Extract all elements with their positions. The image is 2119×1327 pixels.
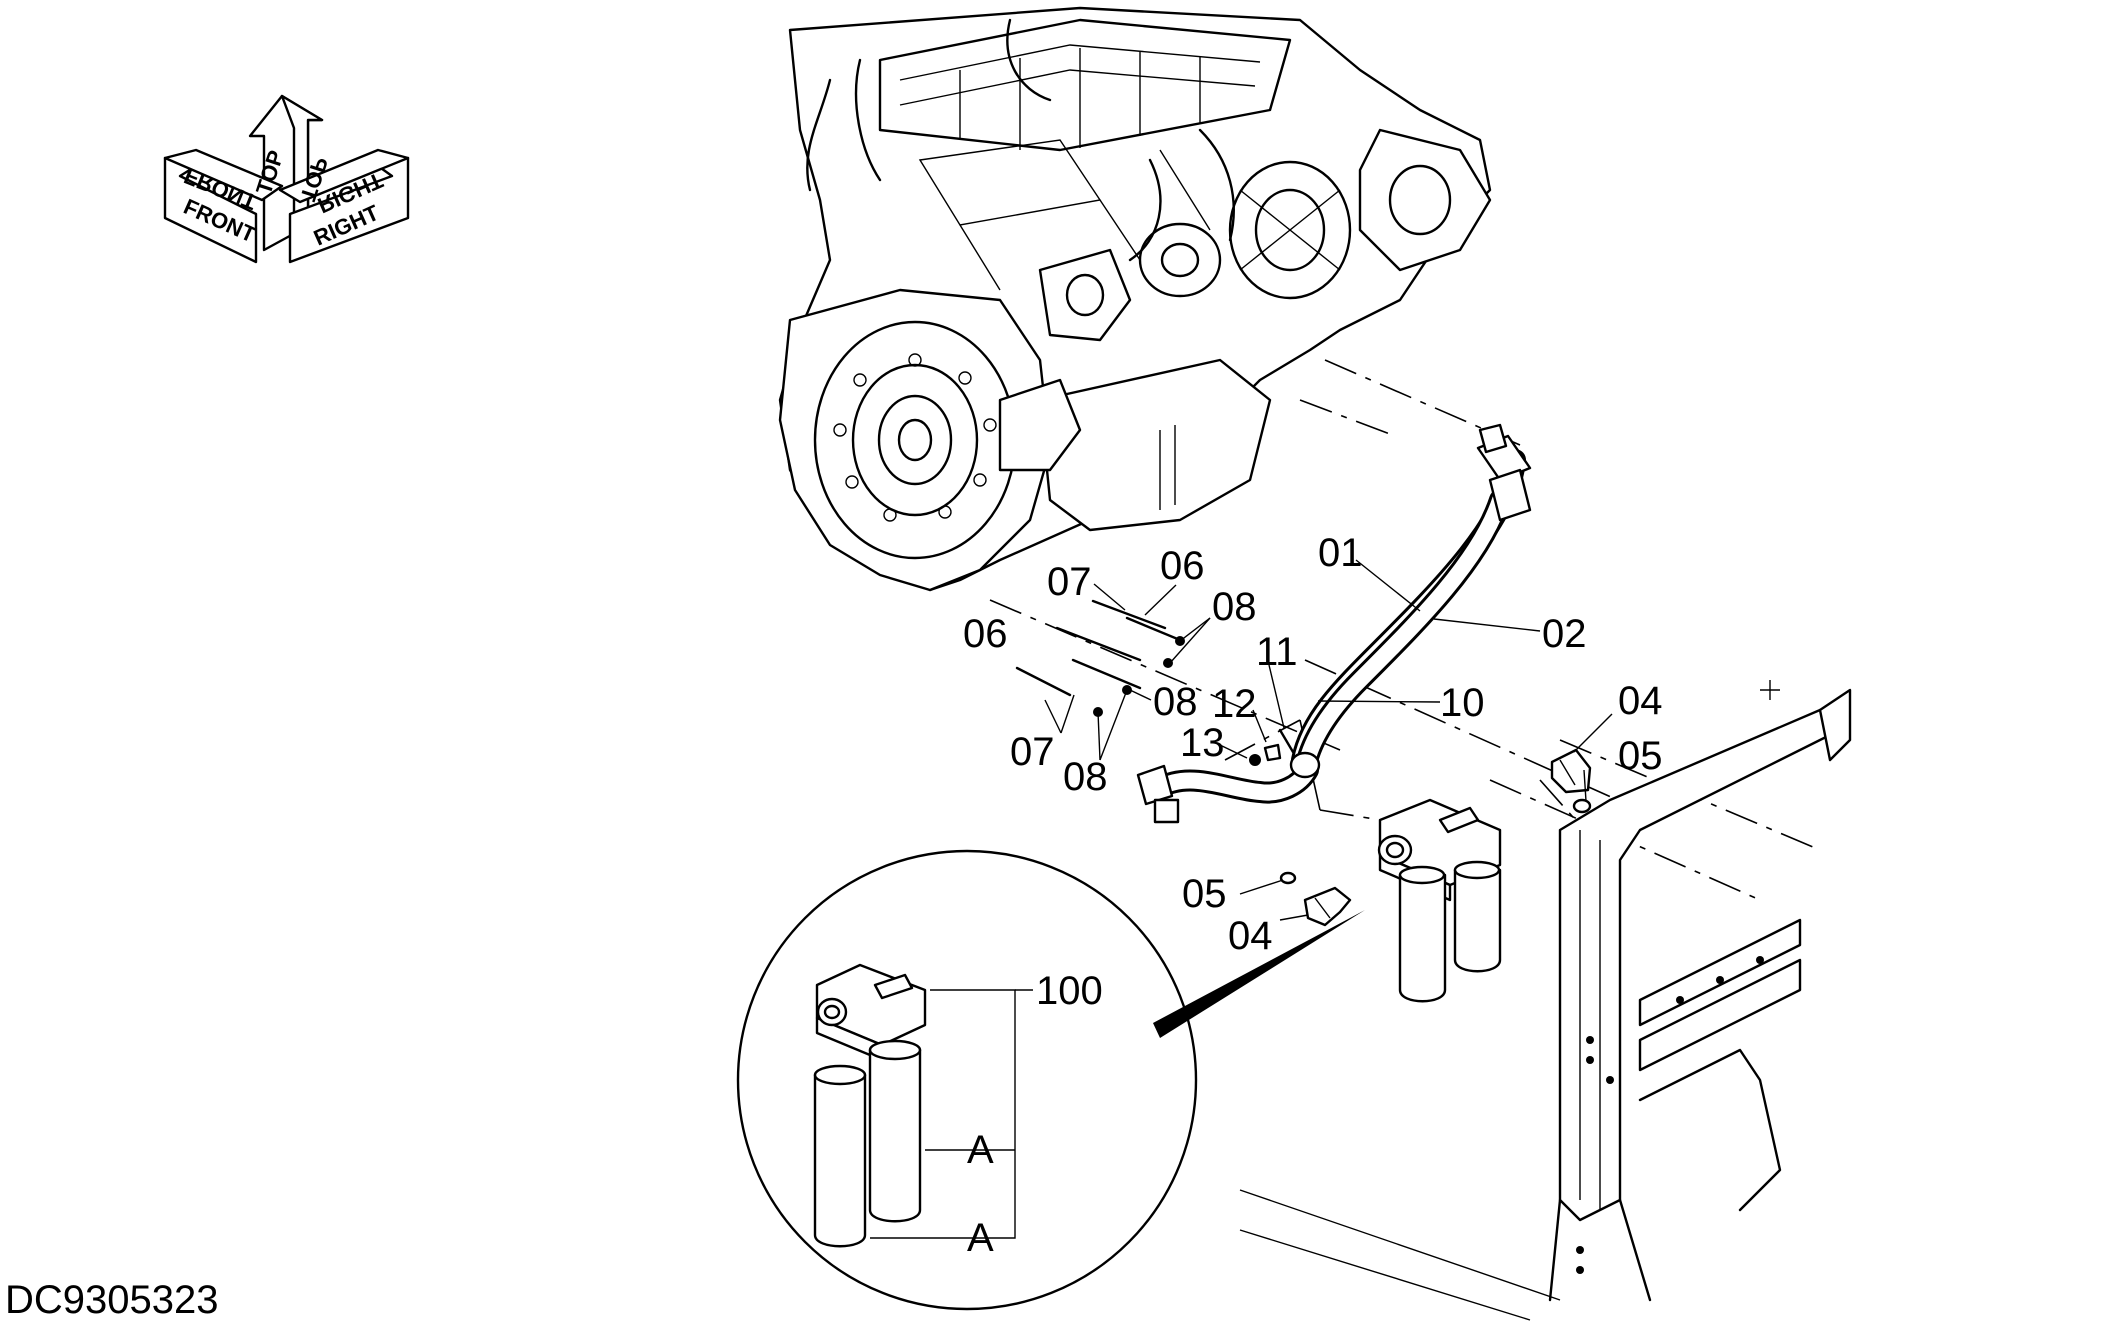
bolt-07-mid bbox=[1071, 658, 1142, 690]
callout-05-lower: 05 bbox=[1182, 872, 1227, 916]
detail-pointer bbox=[1153, 910, 1365, 1038]
hose-fitting-top bbox=[1476, 423, 1532, 522]
document-id: DC9305323 bbox=[5, 1278, 219, 1322]
mounting-frame bbox=[1239, 680, 1852, 1321]
callout-11: 11 bbox=[1256, 630, 1298, 674]
callout-08-mid: 08 bbox=[1153, 680, 1198, 724]
callout-07-lower: 07 bbox=[1010, 730, 1055, 774]
callout-04-upper: 04 bbox=[1618, 679, 1663, 723]
bolt-13 bbox=[1249, 754, 1261, 766]
fitting-04-lower bbox=[1303, 886, 1352, 927]
callout-08-lower: 08 bbox=[1063, 755, 1108, 799]
starter bbox=[998, 378, 1082, 472]
hose-10 bbox=[1136, 751, 1321, 824]
callout-06-upper: 06 bbox=[1160, 544, 1205, 588]
callout-a-lower: A bbox=[967, 1216, 994, 1260]
clamp-parts bbox=[1249, 728, 1295, 766]
orientation-symbol: FRONT FRONT TOP TOP RIGHT RIGHT bbox=[163, 94, 410, 264]
washer-08-b bbox=[1163, 658, 1173, 668]
bolt-07-lower bbox=[1015, 666, 1072, 697]
filter-element-rear bbox=[1453, 868, 1502, 973]
callout-02: 02 bbox=[1542, 612, 1587, 656]
leader-lines bbox=[1044, 559, 1613, 921]
callout-04-lower: 04 bbox=[1228, 914, 1273, 958]
clamp-12 bbox=[1263, 743, 1282, 762]
bolt-set bbox=[1015, 599, 1185, 717]
bolt-06-upper bbox=[1091, 599, 1167, 630]
hose-02 bbox=[1294, 489, 1511, 781]
callout-06-lower: 06 bbox=[963, 612, 1008, 656]
callout-10: 10 bbox=[1440, 681, 1485, 725]
callout-100: 100 bbox=[1036, 969, 1103, 1013]
filter-assembly bbox=[1377, 798, 1502, 1003]
flywheel-housing bbox=[778, 288, 1052, 592]
detail-view bbox=[736, 849, 1365, 1311]
callout-a-upper: A bbox=[967, 1128, 994, 1172]
bolt-06-lower bbox=[1055, 626, 1142, 662]
callout-05-upper: 05 bbox=[1618, 734, 1663, 778]
callout-12: 12 bbox=[1212, 682, 1257, 726]
callout-01: 01 bbox=[1318, 531, 1363, 575]
clamp-11 bbox=[1278, 728, 1295, 754]
bolt-07-upper bbox=[1125, 616, 1182, 642]
engine-assembly bbox=[778, 6, 1492, 592]
detail-filter-rear bbox=[868, 1048, 922, 1223]
callout-13: 13 bbox=[1180, 721, 1225, 765]
frame-upright bbox=[1558, 708, 1842, 1222]
detail-filter-front bbox=[813, 1073, 867, 1248]
o-ring-05-upper bbox=[1572, 798, 1592, 814]
o-ring-05-lower bbox=[1279, 871, 1297, 885]
frame-rail bbox=[1638, 958, 1802, 1072]
oil-pan bbox=[1038, 358, 1272, 532]
valve-cover bbox=[878, 18, 1292, 152]
callouts: 01 02 04 05 06 07 08 06 11 08 12 10 13 0… bbox=[963, 531, 1663, 1260]
callout-07-upper: 07 bbox=[1047, 560, 1092, 604]
callout-08-upper: 08 bbox=[1212, 585, 1257, 629]
filter-element-front bbox=[1398, 873, 1447, 1003]
